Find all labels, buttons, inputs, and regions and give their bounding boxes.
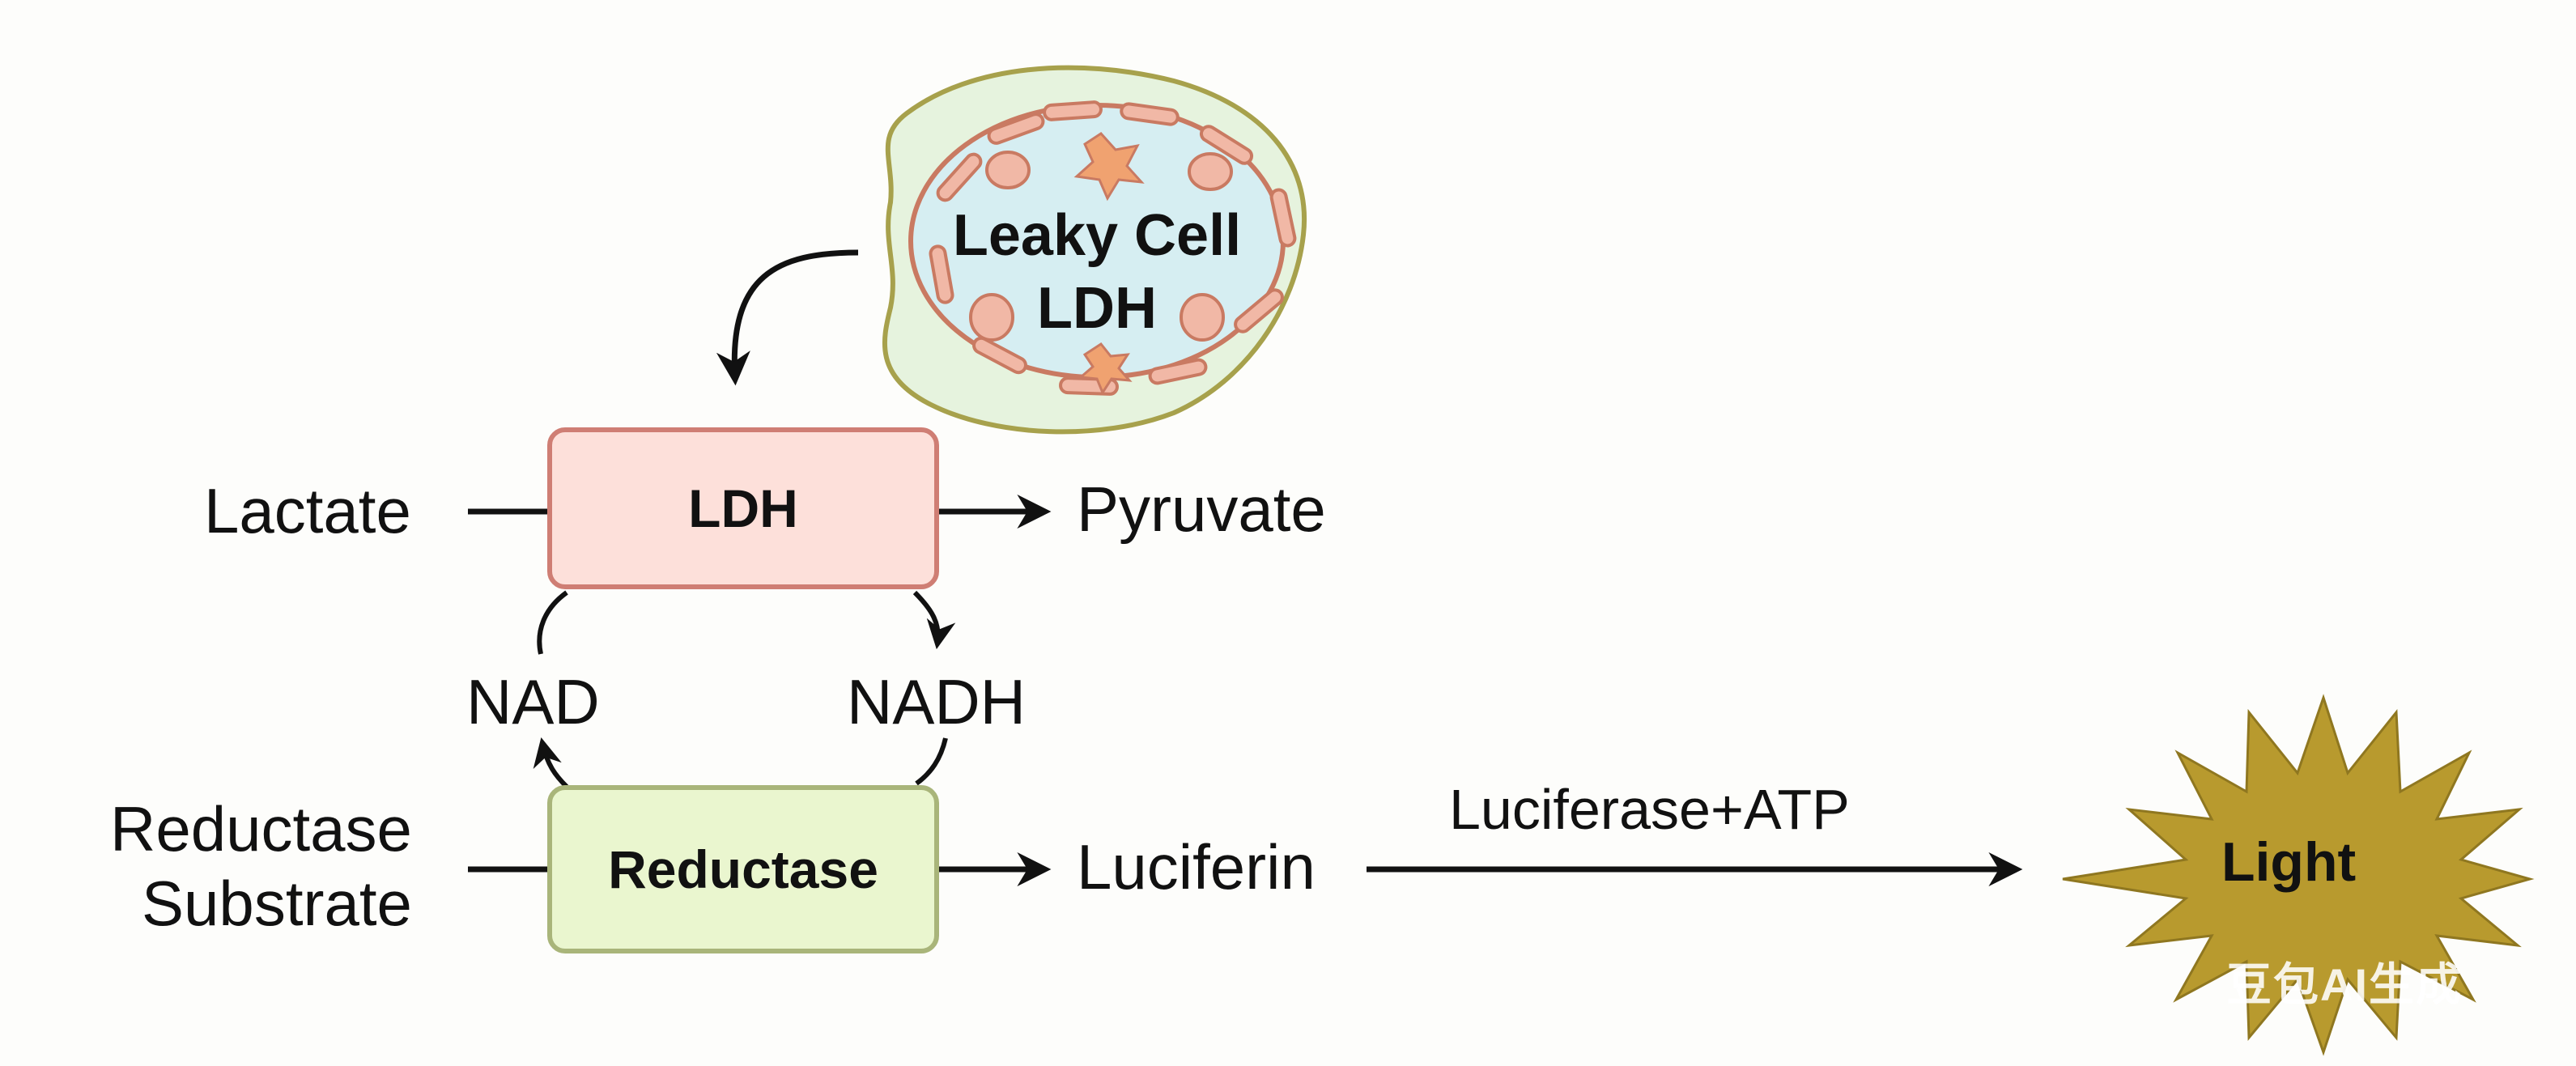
light-label: Light	[2221, 831, 2357, 893]
cell-label-line1: Leaky Cell	[952, 203, 1242, 268]
reductase-substrate-label: Reductase Substrate	[110, 792, 412, 941]
nad-label: NAD	[466, 666, 600, 737]
nadh-label: NADH	[847, 666, 1027, 737]
nadh-to-reductase-curve	[915, 737, 948, 786]
watermark: 豆包AI生成	[2226, 959, 2463, 1010]
organelles	[969, 151, 1233, 342]
pyruvate-label: Pyruvate	[1077, 474, 1326, 545]
reductase-substrate-line1: Reductase	[110, 793, 412, 864]
reductase-to-nad-arrow	[533, 737, 569, 789]
cell-label-line2: LDH	[1037, 276, 1157, 341]
reductase-enzyme-box: Reductase	[547, 785, 939, 953]
luciferase-atp-label: Luciferase+ATP	[1449, 778, 1850, 841]
cell-stars	[1073, 132, 1145, 396]
nad-to-ldh-curve	[537, 590, 568, 655]
cell-to-ldh-arrow	[716, 249, 859, 386]
ldh-to-nadh-arrow	[912, 590, 956, 650]
light-starburst	[2062, 694, 2535, 1056]
reductase-substrate-line2: Substrate	[142, 868, 412, 939]
cell-label: Leaky Cell LDH	[911, 199, 1283, 345]
lactate-label: Lactate	[204, 475, 411, 546]
ldh-enzyme-box: LDH	[547, 427, 939, 589]
ldh-enzyme-label: LDH	[688, 478, 798, 538]
reductase-enzyme-label: Reductase	[608, 839, 878, 899]
leaky-cell-illustration	[882, 65, 1307, 435]
luciferin-label: Luciferin	[1077, 831, 1316, 902]
